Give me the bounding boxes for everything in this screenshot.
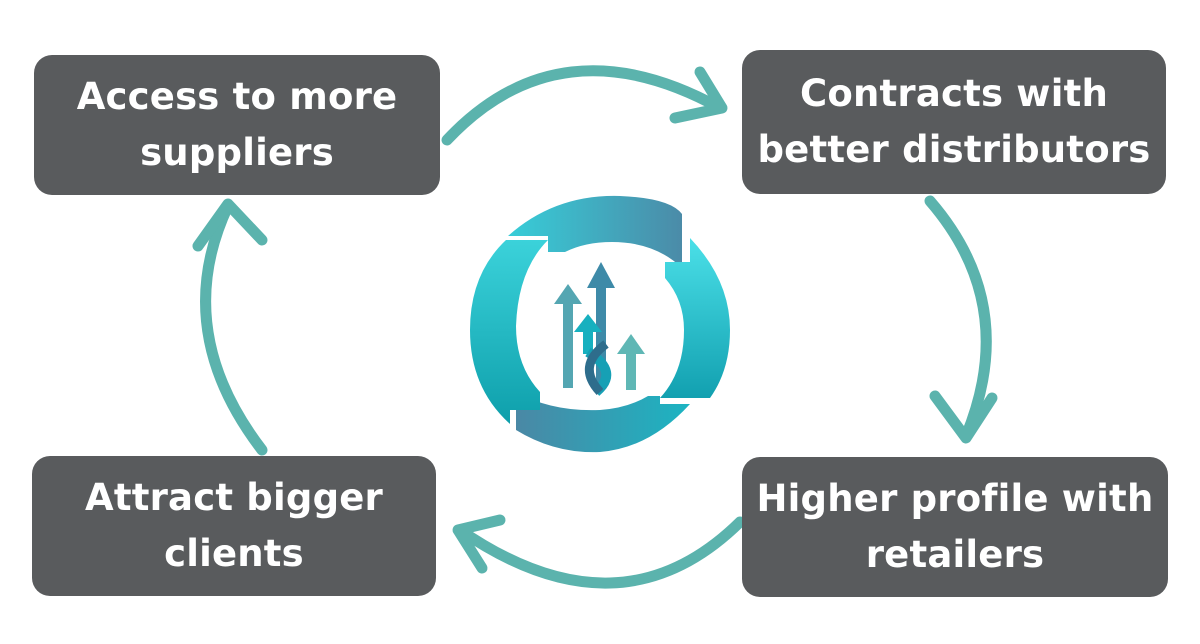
step-access-suppliers: Access to more suppliers <box>34 55 440 195</box>
arrow-bottom-head <box>452 514 506 574</box>
arrow-bottom <box>454 516 746 589</box>
step-label-line2: better distributors <box>757 128 1151 171</box>
step-label-line1: Higher profile with <box>756 477 1154 520</box>
step-contracts-distributors: Contracts with better distributors <box>742 50 1166 194</box>
arrow-top-head <box>669 66 728 124</box>
arrow-right-head <box>929 390 998 444</box>
step-label-line2: retailers <box>865 533 1045 576</box>
ring-segment-right <box>660 238 730 398</box>
arrow-right <box>924 195 992 442</box>
arrow-left-head <box>192 198 268 252</box>
ring-segment-top <box>508 195 682 268</box>
step-label-line2: clients <box>164 532 304 575</box>
arrow-left <box>200 200 268 456</box>
step-label-line1: Attract bigger <box>84 476 383 519</box>
ring-segment-left <box>470 240 548 424</box>
step-label-line1: Access to more <box>76 75 398 118</box>
step-higher-profile-retailers: Higher profile with retailers <box>742 457 1168 597</box>
step-attract-clients: Attract bigger clients <box>32 456 436 596</box>
arrow-top <box>441 65 726 146</box>
growth-arrows-icon <box>554 262 645 396</box>
step-label-line1: Contracts with <box>799 72 1109 115</box>
step-label-line2: suppliers <box>140 131 334 174</box>
ring-segment-bottom <box>516 392 690 453</box>
